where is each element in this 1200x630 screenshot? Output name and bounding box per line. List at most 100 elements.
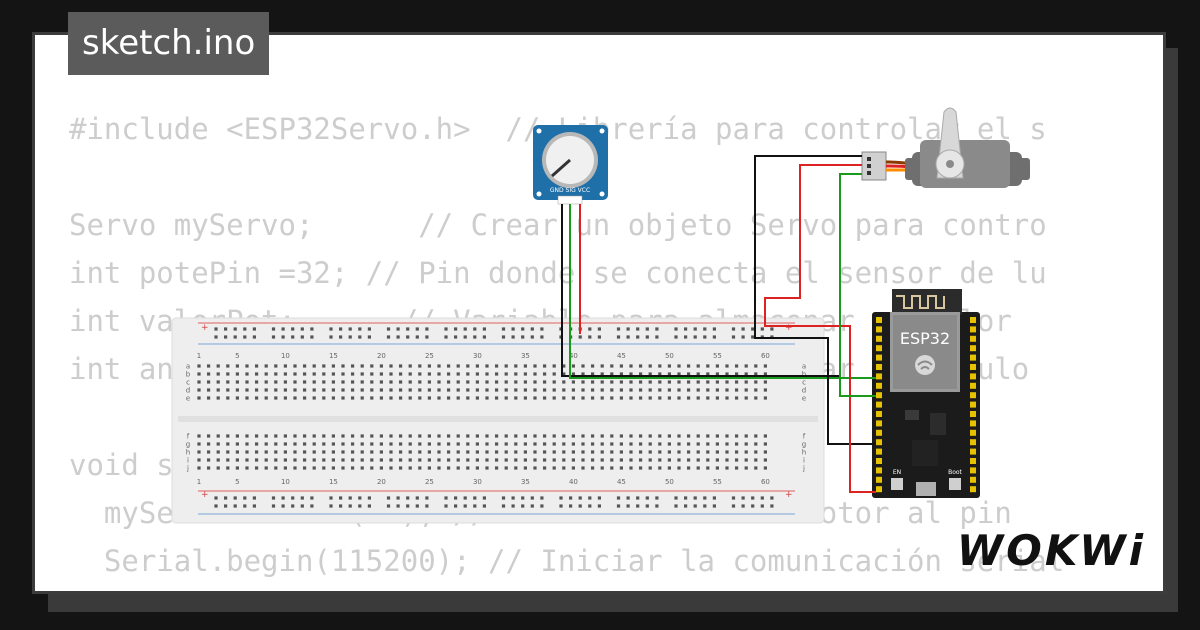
esp32-label: ESP32 (900, 329, 950, 348)
en-button[interactable] (891, 478, 903, 490)
esp32-pin[interactable] (970, 411, 976, 417)
potentiometer-pin-labels: GND SIG VCC (550, 187, 590, 194)
espressif-logo-icon (915, 355, 935, 375)
breadboard-row-label: b (802, 371, 807, 379)
esp32-pins (876, 317, 976, 493)
breadboard-column-label: 55 (713, 478, 722, 486)
breadboard-row-label: i (803, 457, 805, 465)
breadboard-column-label: 20 (377, 352, 386, 360)
breadboard-row-label: h (186, 449, 190, 457)
code-line: #include <ESP32Servo.h> // Librería para… (69, 112, 1047, 146)
breadboard-column-label: 45 (617, 352, 626, 360)
esp32-pin[interactable] (970, 439, 976, 446)
esp32-pin[interactable] (970, 420, 976, 427)
esp32-pin[interactable] (876, 429, 882, 436)
breadboard-row-label: i (187, 457, 189, 465)
esp32-pin[interactable] (970, 326, 976, 333)
boot-label: Boot (948, 469, 962, 476)
esp32-board[interactable]: ESP32 Boot EN (872, 289, 980, 498)
esp32-pin[interactable] (876, 373, 882, 380)
esp32-pin[interactable] (970, 476, 976, 483)
svg-text:+: + (785, 490, 793, 500)
breadboard-row-label: d (802, 387, 806, 395)
esp32-pin[interactable] (970, 458, 976, 464)
wires (561, 155, 876, 493)
esp32-pin[interactable] (970, 335, 976, 342)
esp32-pin[interactable] (876, 486, 882, 493)
breadboard-column-label: 20 (377, 478, 386, 486)
breadboard-row-label: a (186, 363, 190, 371)
breadboard-column-label: 30 (473, 478, 482, 486)
wire-pot-sig (569, 204, 876, 379)
esp32-pin[interactable] (876, 476, 882, 483)
breadboard-row-label: c (186, 379, 190, 387)
breadboard-row-label: e (186, 395, 190, 403)
breadboard[interactable]: 1155101015152020252530303535404045455050… (171, 317, 825, 524)
breadboard-column-label: 10 (281, 352, 290, 360)
breadboard-row-label: j (802, 465, 805, 473)
esp32-pin[interactable] (970, 354, 976, 361)
esp32-pin[interactable] (876, 411, 882, 417)
esp32-pin[interactable] (970, 401, 976, 408)
wire-pot-gnd (561, 204, 840, 377)
breadboard-column-label: 25 (425, 478, 434, 486)
esp32-pin[interactable] (876, 345, 882, 352)
esp32-pin[interactable] (876, 364, 882, 370)
breadboard-column-labels: 1155101015152020252530303535404045455050… (197, 352, 770, 486)
esp32-pin[interactable] (876, 458, 882, 464)
breadboard-column-label: 35 (521, 478, 530, 486)
breadboard-column-label: 5 (235, 478, 239, 486)
esp32-pin[interactable] (970, 467, 976, 474)
breadboard-column-label: 1 (197, 352, 201, 360)
esp32-pin[interactable] (970, 392, 976, 399)
esp32-pin[interactable] (876, 467, 882, 474)
filename-tab[interactable]: sketch.ino (68, 12, 270, 75)
svg-text:+: + (785, 323, 793, 333)
code-line: Serial.begin(115200); // Iniciar la comu… (69, 544, 1065, 578)
esp32-pin[interactable] (970, 345, 976, 352)
esp32-pin[interactable] (970, 486, 976, 493)
code-line: Servo myServo; // Crear un objeto Servo … (69, 208, 1047, 242)
en-label: EN (893, 469, 901, 476)
breadboard-row-label: f (803, 433, 806, 441)
breadboard-row-label: j (186, 465, 189, 473)
esp32-pin[interactable] (876, 439, 882, 446)
potentiometer[interactable]: GND SIG VCC (533, 125, 608, 205)
esp32-pin[interactable] (970, 317, 976, 323)
esp32-pin[interactable] (876, 354, 882, 361)
esp32-pin[interactable] (970, 373, 976, 380)
breadboard-column-label: 25 (425, 352, 434, 360)
esp32-pin[interactable] (876, 317, 882, 323)
wokwi-logo: WOKWi (956, 526, 1146, 575)
breadboard-column-label: 50 (665, 352, 674, 360)
esp32-pin[interactable] (876, 401, 882, 408)
esp32-pin[interactable] (876, 382, 882, 389)
esp32-pin[interactable] (876, 420, 882, 427)
wire-servo-vcc (764, 164, 876, 493)
breadboard-column-label: 15 (329, 352, 338, 360)
esp32-pin[interactable] (876, 335, 882, 342)
breadboard-column-label: 15 (329, 478, 338, 486)
boot-button[interactable] (949, 478, 961, 490)
breadboard-row-label: c (802, 379, 806, 387)
esp32-pin[interactable] (876, 448, 882, 455)
breadboard-column-label: 60 (761, 352, 770, 360)
breadboard-row-label: d (186, 387, 190, 395)
breadboard-column-label: 1 (197, 478, 201, 486)
esp32-pin[interactable] (876, 326, 882, 333)
breadboard-column-label: 50 (665, 478, 674, 486)
esp32-pin[interactable] (970, 448, 976, 455)
breadboard-column-label: 55 (713, 352, 722, 360)
esp32-pin[interactable] (876, 392, 882, 399)
esp32-pin[interactable] (970, 364, 976, 370)
servo-motor[interactable] (861, 107, 1030, 188)
breadboard-row-label: b (186, 371, 191, 379)
breadboard-row-label: g (186, 441, 190, 449)
breadboard-row-label: e (802, 395, 806, 403)
esp32-pin[interactable] (970, 429, 976, 436)
esp32-pin[interactable] (970, 382, 976, 389)
breadboard-column-label: 45 (617, 478, 626, 486)
code-line: int potePin =32; // Pin donde se conecta… (69, 256, 1047, 290)
